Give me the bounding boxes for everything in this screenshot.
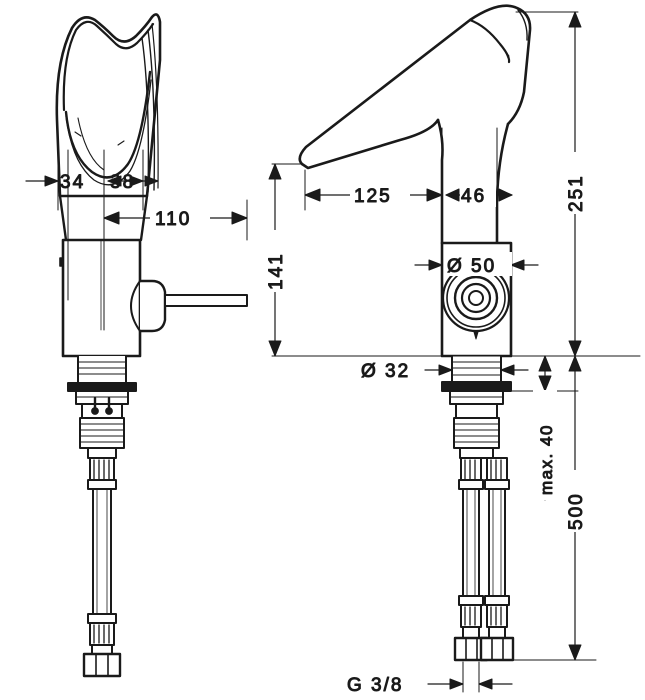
dimension-251: 251: [563, 11, 588, 357]
front-view: 34 38 110: [25, 13, 248, 678]
dimension-125: 125: [304, 183, 443, 208]
dimension-38: 38: [107, 172, 159, 194]
side-view-mounting-shank: [441, 355, 512, 459]
dimension-46-label: 46: [461, 186, 486, 207]
dimension-thread-g38: G 3/8: [347, 661, 513, 697]
dimension-110-label: 110: [155, 209, 191, 230]
dimension-500-label: 500: [566, 492, 587, 530]
dimension-38-label: 38: [110, 172, 135, 193]
side-view-spout: [298, 4, 532, 245]
dimension-251-label: 251: [566, 174, 587, 212]
dimension-141: 141: [263, 163, 288, 357]
side-view: 125 46 141 251: [263, 4, 641, 697]
sensor-indicator: [473, 331, 479, 340]
front-view-spout-head: [55, 13, 162, 198]
sensor-ring-3: [453, 275, 499, 321]
dimension-110: 110: [103, 206, 248, 231]
side-view-flex-hoses: [453, 457, 515, 662]
dimension-max-40-label: max. 40: [537, 424, 556, 495]
dimension-diameter-32-label: Ø 32: [361, 361, 410, 382]
dimension-thread-g38-label: G 3/8: [347, 675, 403, 696]
dimension-46: 46: [445, 183, 513, 208]
dimension-125-label: 125: [354, 186, 392, 207]
dimension-max-40: max. 40: [533, 355, 557, 501]
sensor-ring-4: [460, 282, 492, 314]
dimension-34-label: 34: [60, 172, 85, 193]
sensor-lens: [468, 290, 484, 306]
dimension-diameter-32: Ø 32: [361, 361, 529, 383]
dimension-diameter-50: Ø 50: [414, 252, 539, 278]
front-view-mounting-shank: [67, 355, 137, 459]
dimension-diameter-50-label: Ø 50: [447, 256, 496, 277]
dimension-34: 34: [25, 172, 85, 194]
dimension-141-label: 141: [266, 252, 287, 290]
dimension-500: 500: [563, 355, 588, 661]
front-view-flex-hose: [82, 457, 122, 678]
front-view-body: [59, 238, 248, 358]
